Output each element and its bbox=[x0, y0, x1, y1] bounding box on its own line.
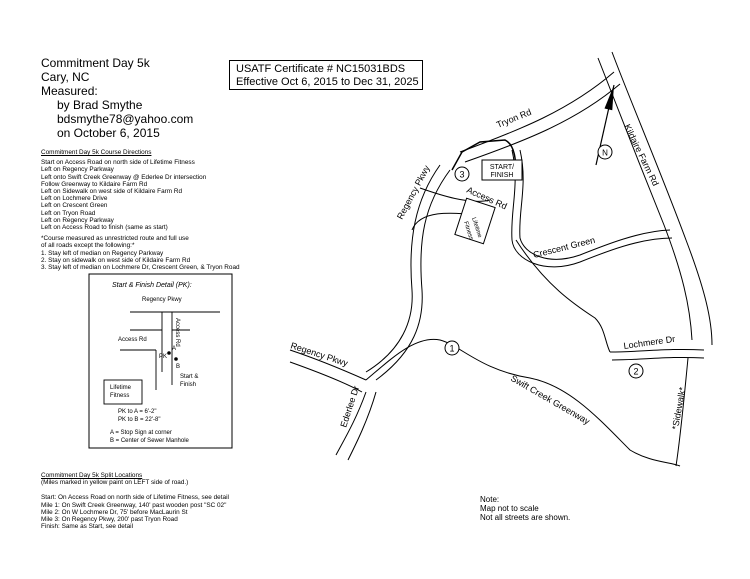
ederlee-road-edge bbox=[347, 391, 377, 461]
split-line: Mile 1: On Swift Creek Greenway, 140' pa… bbox=[41, 501, 227, 509]
crescent-green-edge bbox=[519, 149, 671, 260]
direction-note: *Course measured as unrestricted route a… bbox=[41, 235, 189, 243]
measured-by: by Brad Smythe bbox=[57, 98, 143, 112]
detail-start-label: Start & bbox=[180, 374, 198, 380]
race-location: Cary, NC bbox=[41, 70, 90, 84]
detail-point-b bbox=[174, 357, 178, 361]
map-note: Note: Map not to scale Not all streets a… bbox=[480, 495, 570, 522]
direction-note: of all roads except the following:* bbox=[41, 242, 135, 250]
race-title: Commitment Day 5k bbox=[41, 56, 150, 70]
detail-pk-label: PK bbox=[159, 354, 167, 360]
detail-title: Start & Finish Detail (PK): bbox=[112, 282, 192, 289]
measurer-email[interactable]: bdsmythe78@yahoo.com bbox=[57, 112, 194, 126]
direction-note: 2. Stay on sidewalk on west side of Kild… bbox=[41, 256, 191, 264]
kildaire-road-edge bbox=[597, 57, 693, 341]
detail-b-label: B bbox=[176, 364, 180, 370]
crescent-green-label: Crescent Green bbox=[532, 235, 596, 260]
direction-step: Follow Greenway to Kildaire Farm Rd bbox=[41, 180, 148, 188]
mile-marker-label: 2 bbox=[633, 367, 638, 377]
measured-label: Measured: bbox=[41, 84, 98, 98]
detail-frame bbox=[88, 273, 233, 449]
detail-finish-label: Finish bbox=[180, 382, 196, 388]
direction-step: Left on Crescent Green bbox=[41, 202, 108, 210]
direction-step: Left on Lochmere Drive bbox=[41, 195, 108, 203]
split-line: Finish: Same as Start, see detail bbox=[41, 523, 133, 531]
sidewalk-label: *Sidewalk* bbox=[670, 386, 687, 431]
detail-regency-label: Regency Pkwy bbox=[142, 297, 182, 303]
regency-road-label: Regency Pkwy bbox=[395, 163, 432, 221]
certificate-number: USATF Certificate # NC15031BDS bbox=[236, 63, 406, 75]
lochmere-road-edge bbox=[611, 356, 705, 361]
detail-point-a bbox=[167, 351, 171, 355]
note-scale: Map not to scale bbox=[480, 504, 539, 513]
note-streets: Not all streets are shown. bbox=[480, 513, 571, 522]
detail-a-label: A bbox=[172, 346, 176, 352]
detail-inset: Start & Finish Detail (PK): Regency Pkwy… bbox=[88, 273, 233, 449]
split-line: Mile 2: On W Lochmere Dr, 75' before Mac… bbox=[41, 508, 188, 516]
direction-step: Left on Regency Parkway bbox=[41, 166, 114, 174]
certificate-box: USATF Certificate # NC15031BDS Effective… bbox=[229, 60, 423, 90]
regency-left-edge bbox=[289, 349, 367, 381]
split-line: Start: On Access Road on north side of L… bbox=[41, 494, 229, 502]
splits-block: Commitment Day 5k Split Locations (Miles… bbox=[41, 472, 229, 530]
detail-lifetime-box bbox=[103, 379, 143, 405]
direction-step: Left on Access Road to finish (same as s… bbox=[41, 224, 168, 232]
detail-lifetime-label: Lifetime bbox=[110, 385, 132, 391]
splits-subtitle: (Miles marked in yellow paint on LEFT si… bbox=[41, 479, 189, 487]
direction-step: Left on Sidewalk on west side of Kildair… bbox=[41, 188, 183, 196]
mile-marker-label: 3 bbox=[459, 170, 464, 180]
crescent-green-edge bbox=[511, 149, 673, 268]
tryon-road-edge bbox=[464, 83, 621, 163]
detail-legend: B = Center of Sewer Manhole bbox=[110, 438, 190, 444]
mile-marker-1 bbox=[444, 340, 460, 356]
note-label: Note: bbox=[480, 495, 500, 504]
access-road-edge bbox=[419, 187, 491, 202]
mile-marker-2 bbox=[628, 363, 644, 379]
regency-left-edge bbox=[289, 361, 363, 393]
direction-step: Left on Regency Parkway bbox=[41, 216, 114, 224]
lochmere-connector-edge bbox=[515, 239, 611, 353]
start-finish-box bbox=[481, 159, 523, 181]
regency-left-label: Regency Pkwy bbox=[289, 340, 349, 368]
detail-access-label: Access Rd bbox=[118, 337, 147, 343]
detail-legend: A = Stop Sign at corner bbox=[110, 430, 172, 436]
direction-note: 3. Stay left of median on Lochmere Dr, C… bbox=[41, 264, 240, 272]
lifetime-fitness-building bbox=[454, 197, 496, 245]
lochmere-road-edge bbox=[609, 348, 705, 353]
split-line: Mile 3: On Regency Pkwy, 200' past Tryon… bbox=[41, 516, 178, 524]
direction-step: Start on Access Road on north side of Li… bbox=[41, 159, 195, 167]
measurement-date: on October 6, 2015 bbox=[57, 126, 160, 140]
mile-marker-label: 1 bbox=[449, 344, 454, 354]
detail-fitness-label: Fitness bbox=[110, 393, 129, 399]
lifetime-label: Fitness bbox=[462, 221, 474, 241]
certificate-effective: Effective Oct 6, 2015 to Dec 31, 2025 bbox=[236, 76, 419, 88]
sidewalk-path bbox=[675, 357, 689, 467]
regency-road-edge bbox=[375, 169, 451, 381]
greenway-label: Swift Creek Greenway bbox=[509, 373, 592, 427]
mile-marker-3 bbox=[454, 166, 470, 182]
direction-note: 1. Stay left of median on Regency Parkwa… bbox=[41, 249, 164, 257]
north-symbol: N bbox=[602, 149, 608, 158]
tryon-road-edge bbox=[459, 71, 615, 153]
north-arrow: N bbox=[595, 84, 615, 166]
tryon-road-label: Tryon Rd bbox=[495, 107, 533, 130]
detail-measurement: PK to B = 22'-8" bbox=[118, 417, 160, 423]
kildaire-road-edge bbox=[611, 51, 713, 346]
start-finish-label: FINISH bbox=[491, 172, 514, 179]
ederlee-road-label: Ederlee Dr bbox=[338, 385, 361, 429]
direction-step: Left onto Swift Creek Greenway @ Ederlee… bbox=[41, 173, 207, 181]
directions-block: Commitment Day 5k Course Directions Star… bbox=[41, 149, 240, 271]
splits-title: Commitment Day 5k Split Locations bbox=[41, 472, 143, 479]
start-finish-label: START/ bbox=[490, 164, 514, 171]
kildaire-road-label: Kildaire Farm Rd bbox=[622, 122, 661, 187]
detail-access-v-label: Access Rd bbox=[174, 318, 180, 347]
direction-step: Left on Tryon Road bbox=[41, 209, 96, 217]
greenway-path bbox=[365, 338, 681, 467]
ederlee-road-edge bbox=[335, 391, 367, 456]
lochmere-road-label: Lochmere Dr bbox=[623, 334, 676, 351]
regency-road-edge bbox=[365, 164, 441, 373]
directions-title: Commitment Day 5k Course Directions bbox=[41, 149, 152, 156]
detail-measurement: PK to A = 6'-2" bbox=[118, 409, 156, 415]
